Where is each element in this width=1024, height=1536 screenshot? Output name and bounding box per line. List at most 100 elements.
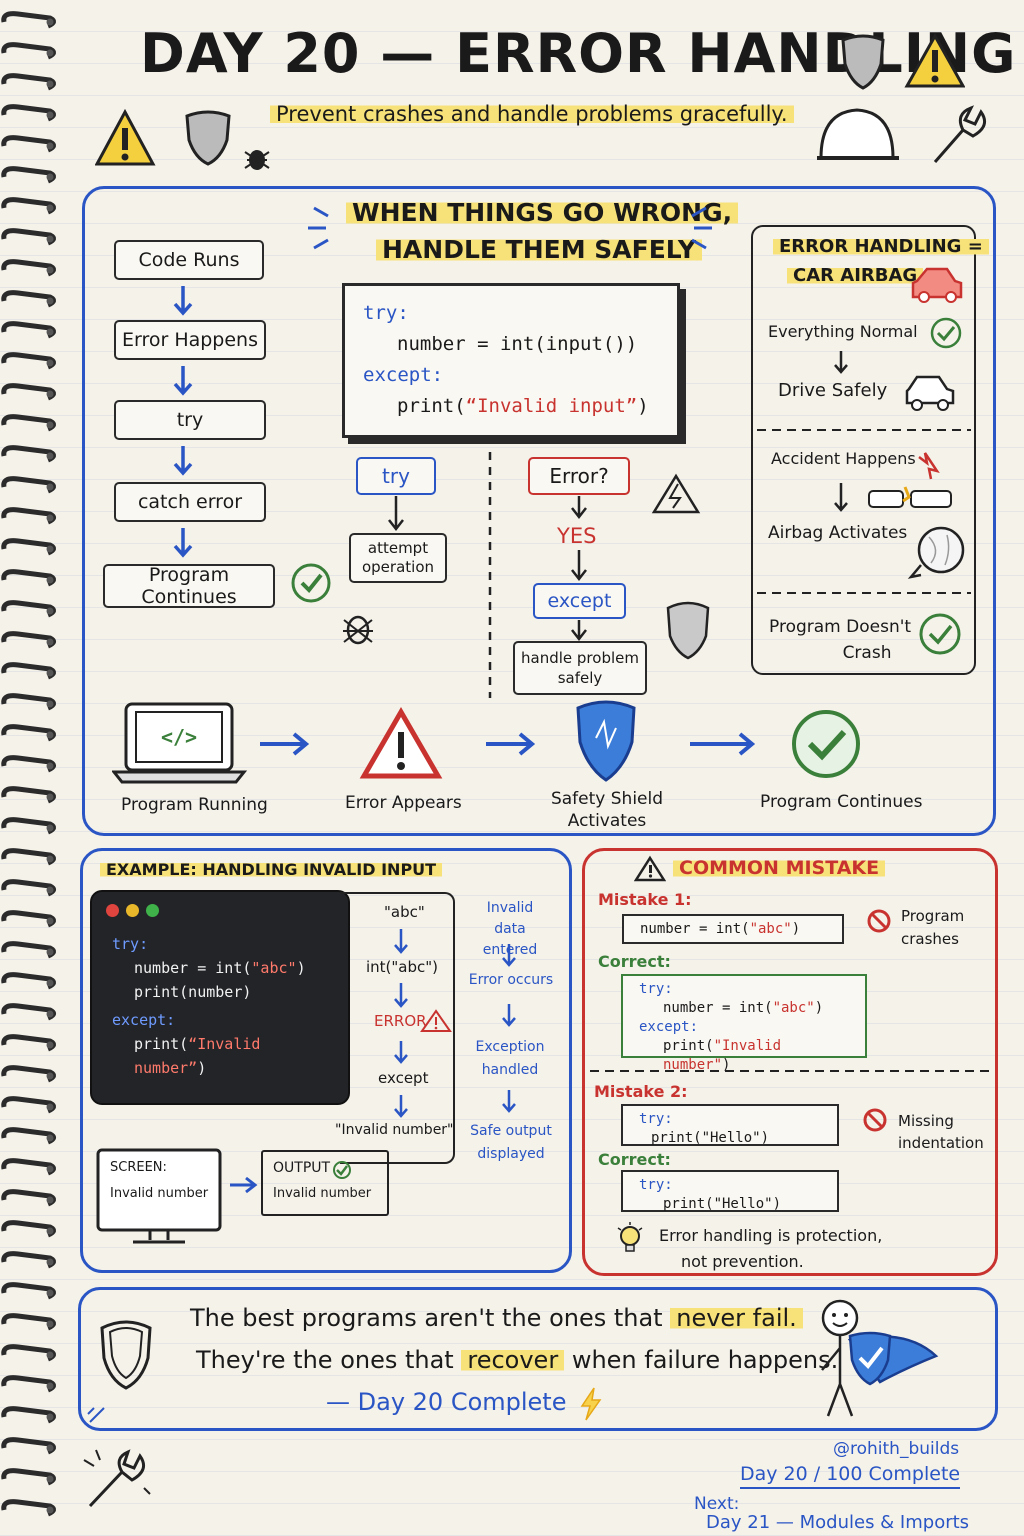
airbag-accident: Accident Happens [771,449,916,468]
spiral-ring [1,476,56,494]
try-box: try [356,457,436,495]
spiral-ring [1,1189,56,1207]
explain-step: Invalid data entered [482,900,538,958]
no-icon [863,1108,887,1132]
flow-step: Program Continues [103,564,275,608]
spiral-ring [1,1158,56,1176]
spiral-hole [46,762,54,770]
spiral-hole [46,1444,54,1452]
spiral-ring [1,1220,56,1238]
pipeline-label: Program Running [121,795,268,815]
shield-icon [666,601,710,660]
flow-step: Error Happens [114,320,266,360]
subtitle: Prevent crashes and handle problems grac… [270,102,794,126]
spiral-hole [46,731,54,739]
wrench-icon [933,105,987,163]
spiral-ring [1,631,56,649]
correct-label: Correct: [598,952,671,971]
spiral-hole [46,1506,54,1514]
spiral-ring [1,228,56,246]
except-box: except [533,583,626,619]
spiral-ring [1,972,56,990]
spiral-ring [1,569,56,587]
spiral-hole [46,204,54,212]
spiral-ring [1,910,56,928]
spiral-ring [1,786,56,804]
middle-diagram-lines [343,452,710,698]
spiral-hole [46,359,54,367]
screen-label: SCREEN: [110,1160,167,1175]
wrench-icon [83,1449,151,1508]
spiral-hole [46,917,54,925]
spiral-ring [1,1003,56,1021]
spiral-hole [46,111,54,119]
handle-box: handle problem safely [513,641,647,695]
airbag-normal: Everything Normal [768,322,918,341]
svg-text:</>: </> [161,725,197,749]
lightning-icon [580,1387,602,1421]
terminal: try: number = int("abc") print(number) e… [90,890,350,1105]
pipeline-label: Error Appears [345,793,462,813]
code-keyword: try: [363,302,409,324]
airbag-panel [751,225,976,675]
spiral-ring [1,1065,56,1083]
spiral-hole [46,948,54,956]
shield-icon [185,110,231,166]
airbag-title-1: ERROR HANDLING = [773,236,989,257]
spiral-hole [46,514,54,522]
spiral-ring [1,259,56,277]
check-icon [291,563,331,603]
spiral-hole [46,142,54,150]
example-panel [80,848,572,1273]
code-keyword: try: [112,935,149,953]
code-line: number = int(input()) [397,333,638,355]
lightbulb-icon [617,1222,643,1252]
spiral-hole [46,1382,54,1390]
shield-icon [841,34,885,90]
spiral-ring [1,1313,56,1331]
spiral-ring [1,166,56,184]
code-line: print(“Invalid number”) [134,1035,261,1077]
spiral-hole [46,173,54,181]
spiral-hole [46,297,54,305]
code-snippet: try: number = int(input()) except: print… [342,283,680,438]
flow-step: try [114,400,266,440]
spiral-ring [1,1251,56,1269]
spiral-ring [1,1034,56,1052]
spiral-hole [46,700,54,708]
trace-arrows [394,929,452,1118]
spiral-ring [1,290,56,308]
warning-icon [420,1009,452,1032]
spiral-hole [46,545,54,553]
mistake-label: Mistake 1: [598,890,692,909]
author-handle: @rohith_builds [833,1439,960,1459]
next-value: Day 21 — Modules & Imports [706,1512,970,1533]
spiral-hole [46,18,54,26]
bug-icon [244,150,270,170]
spiral-hole [46,49,54,57]
spiral-hole [46,1134,54,1142]
spiral-hole [46,1196,54,1204]
spiral-hole [46,576,54,584]
spiral-ring [1,848,56,866]
trace-step: "Invalid number" [335,1122,454,1138]
shield-icon [100,1320,152,1390]
bug-icon [343,615,373,645]
spiral-ring [1,135,56,153]
mistake-code: try:print("Hello") [621,1104,839,1146]
check-icon [919,613,961,655]
airbag-graphics [757,267,971,655]
spiral-hole [46,1351,54,1359]
output-label: OUTPUT [273,1160,331,1176]
spiral-hole [46,1165,54,1173]
spiral-ring [1,1406,56,1424]
spiral-ring [1,414,56,432]
spiral-ring [1,1344,56,1362]
mistake-code: number = int("abc") [622,914,844,944]
spiral-ring [1,11,56,29]
spiral-ring [1,755,56,773]
error-question-box: Error? [528,457,630,495]
no-icon [867,909,891,933]
quote-line-1: The best programs aren't the ones that n… [190,1304,803,1332]
